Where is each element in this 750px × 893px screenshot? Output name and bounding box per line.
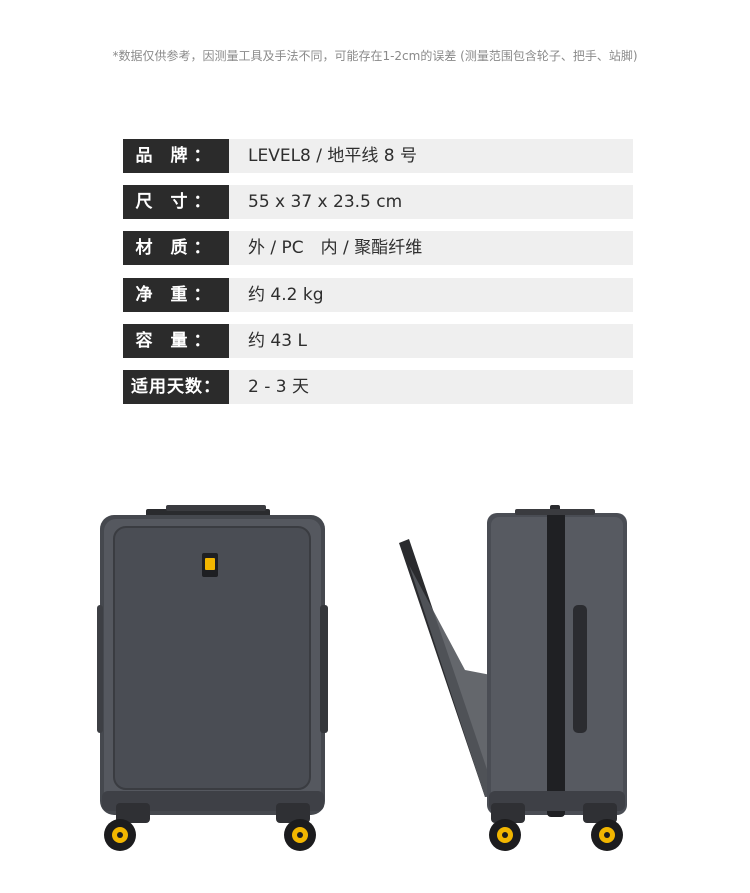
spec-value: LEVEL8 / 地平线 8 号 [229, 139, 633, 173]
spec-value: 55 x 37 x 23.5 cm [229, 185, 633, 219]
measurement-disclaimer: *数据仅供参考，因测量工具及手法不同，可能存在1-2cm的误差 (测量范围包含轮… [112, 49, 638, 63]
spec-label: 材 质： [123, 231, 229, 265]
spec-row-size: 尺 寸： 55 x 37 x 23.5 cm [123, 185, 633, 219]
spec-row-capacity: 容 量： 约 43 L [123, 324, 633, 358]
wheel-left [489, 803, 525, 851]
spec-label: 容 量： [123, 324, 229, 358]
spec-value: 约 43 L [229, 324, 633, 358]
spec-value: 约 4.2 kg [229, 278, 633, 312]
spec-label: 适用天数： [123, 370, 229, 404]
spec-value: 2 - 3 天 [229, 370, 633, 404]
suitcase-side-view-open-lid [399, 505, 627, 851]
wheel-right [276, 803, 316, 851]
spec-row-weight: 净 重： 约 4.2 kg [123, 278, 633, 312]
spec-row-brand: 品 牌： LEVEL8 / 地平线 8 号 [123, 139, 633, 173]
spec-label: 尺 寸： [123, 185, 229, 219]
suitcase-front-view [97, 505, 328, 851]
spec-label: 净 重： [123, 278, 229, 312]
spec-row-days: 适用天数： 2 - 3 天 [123, 370, 633, 404]
spec-label: 品 牌： [123, 139, 229, 173]
wheel-right [583, 803, 623, 851]
spec-value: 外 / PC 内 / 聚酯纤维 [229, 231, 633, 265]
spec-row-material: 材 质： 外 / PC 内 / 聚酯纤维 [123, 231, 633, 265]
wheel-left [104, 803, 150, 851]
